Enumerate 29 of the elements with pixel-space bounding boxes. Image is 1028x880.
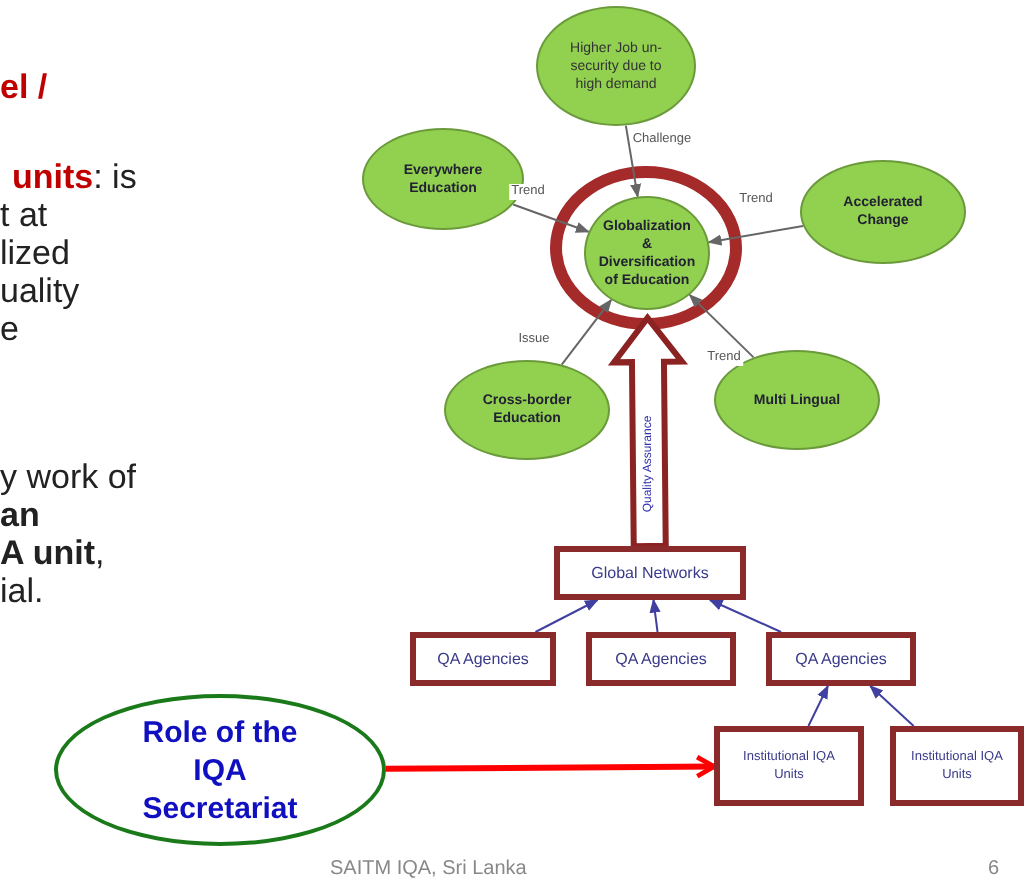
hollow-arrow bbox=[607, 313, 689, 550]
arrow bbox=[512, 203, 590, 233]
process-box: QA Agencies bbox=[410, 632, 556, 686]
text-fragment: y work of bbox=[0, 458, 137, 496]
text-fragment: lized bbox=[0, 234, 70, 272]
process-box: Global Networks bbox=[554, 546, 746, 600]
text-fragment: t at bbox=[0, 196, 48, 234]
arrow bbox=[708, 599, 783, 633]
arrow bbox=[534, 599, 599, 633]
arrow bbox=[560, 298, 613, 366]
text-fragment: e bbox=[0, 310, 19, 348]
text-fragment: units: is bbox=[12, 158, 137, 196]
text-fragment: A unit, bbox=[0, 534, 105, 572]
arrow bbox=[707, 224, 804, 246]
footer-text: SAITM IQA, Sri Lanka bbox=[330, 856, 527, 880]
page-number: 6 bbox=[988, 856, 1000, 880]
arrow bbox=[385, 754, 717, 779]
arrow bbox=[869, 685, 915, 727]
process-box: QA Agencies bbox=[586, 632, 736, 686]
heading-fragment: el / bbox=[0, 68, 48, 106]
process-box: QA Agencies bbox=[766, 632, 916, 686]
text-fragment: uality bbox=[0, 272, 80, 310]
text-fragment: ial. bbox=[0, 572, 44, 610]
arrow bbox=[688, 293, 755, 359]
arrow bbox=[649, 598, 661, 633]
callout-ellipse: Role of the IQA Secretariat bbox=[54, 694, 386, 846]
arrow bbox=[624, 124, 642, 198]
arrow bbox=[807, 684, 829, 727]
text-fragment: an bbox=[0, 496, 40, 534]
